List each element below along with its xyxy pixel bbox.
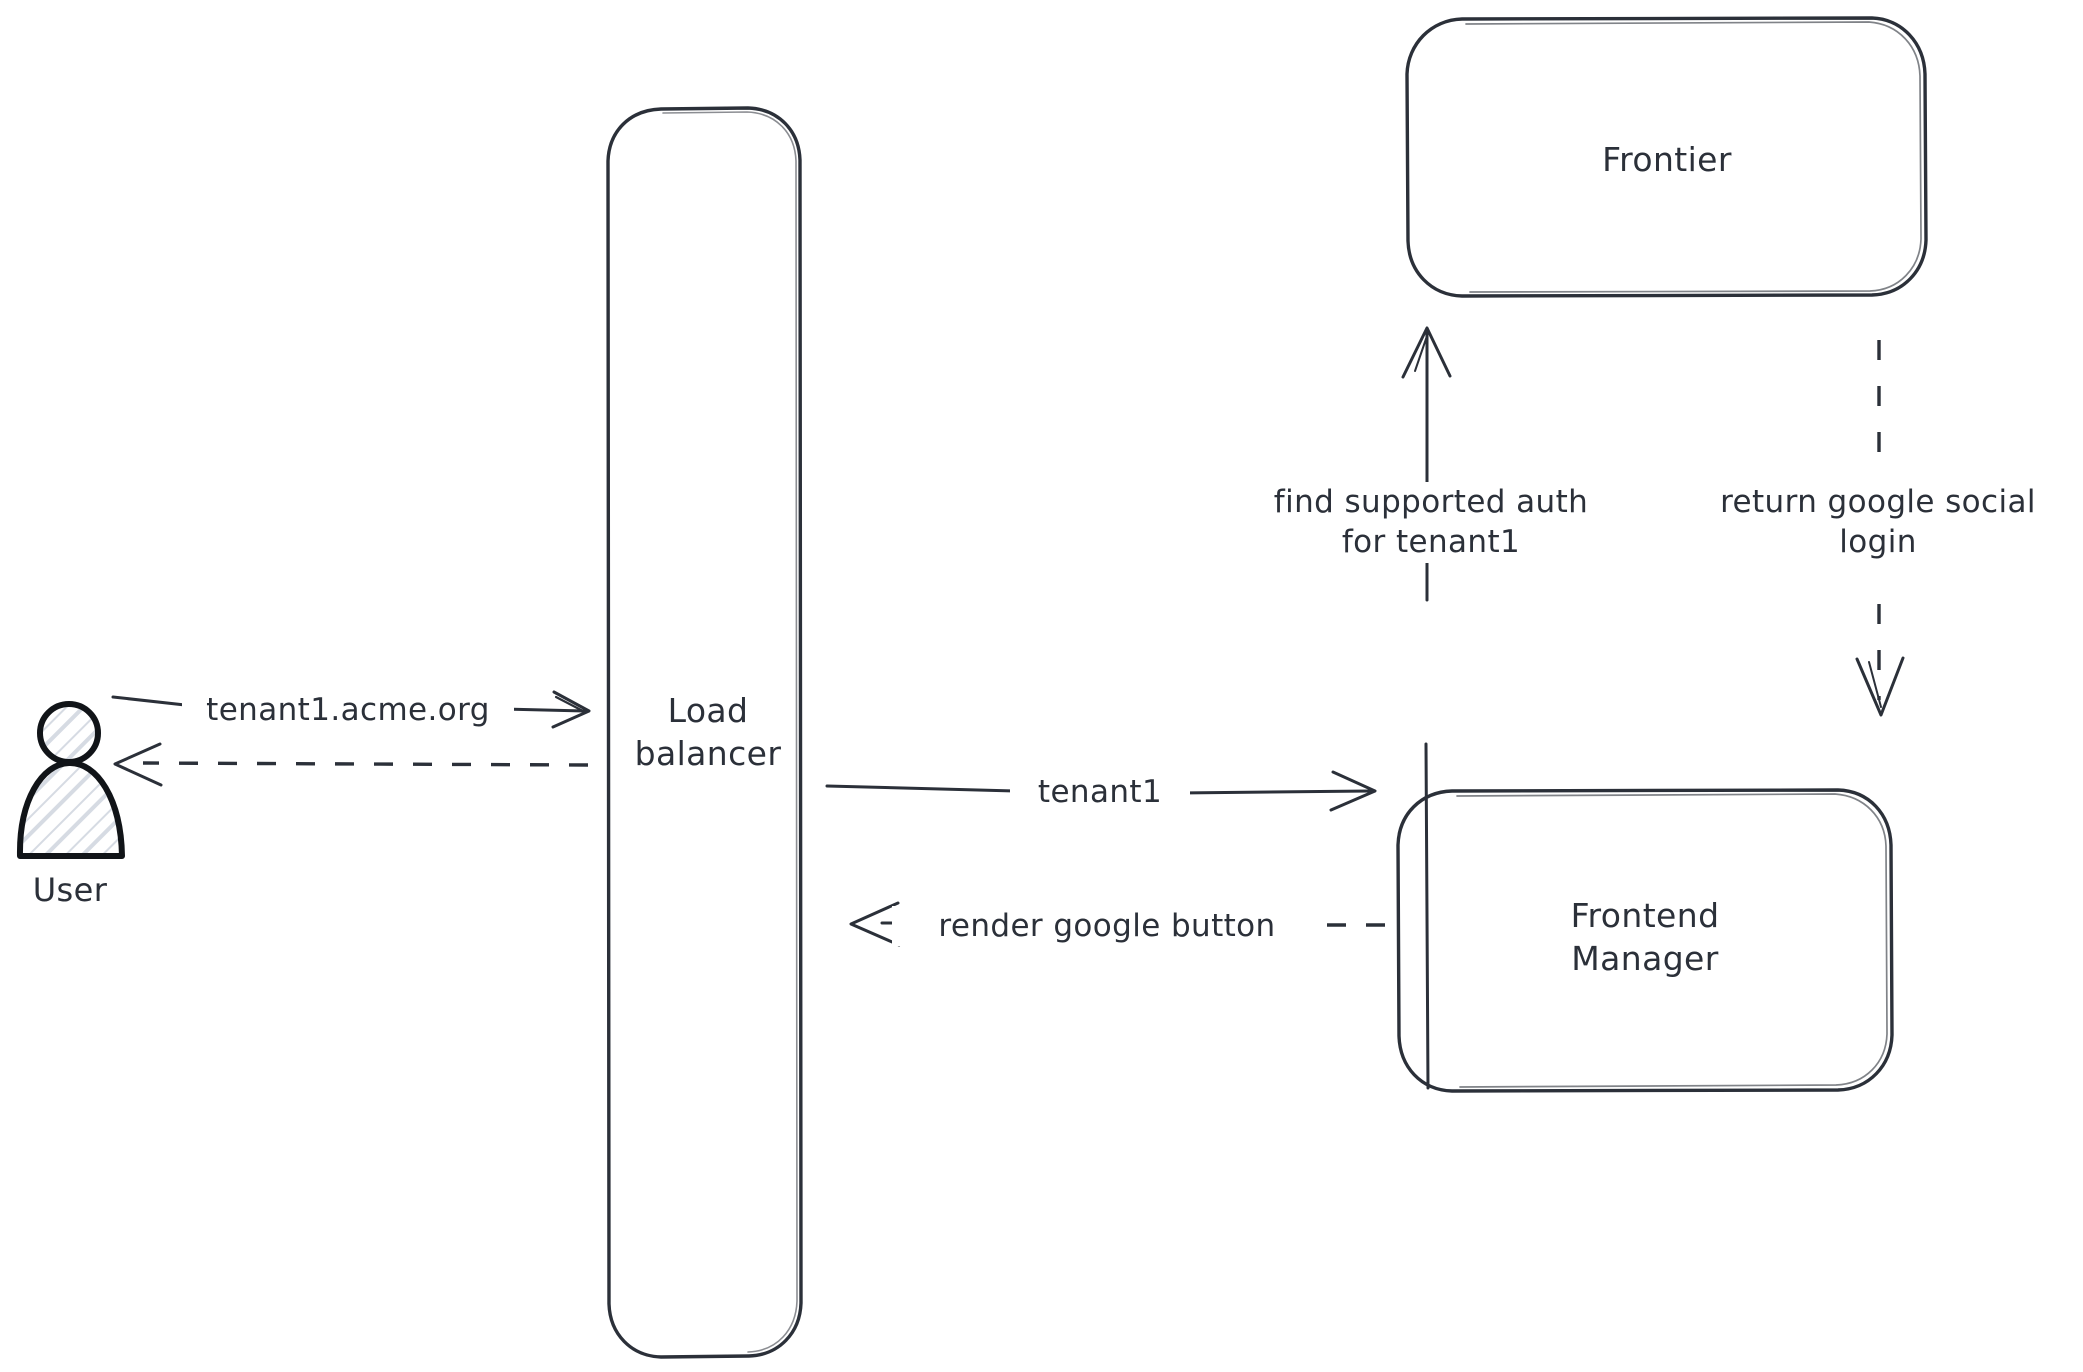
node-load-balancer[interactable] — [606, 106, 803, 1359]
edge-find-supported-auth[interactable] — [1401, 326, 1452, 1090]
actor-user[interactable] — [16, 701, 125, 859]
edge-tenant1[interactable] — [825, 770, 1377, 812]
node-frontend-manager[interactable] — [1396, 788, 1894, 1093]
edge-tenant1-acme-org[interactable] — [111, 690, 591, 729]
edge-render-google-button[interactable] — [849, 901, 1385, 947]
edge-lb-to-user-return[interactable] — [113, 742, 589, 787]
node-frontier[interactable] — [1405, 16, 1928, 298]
edge-return-google-social-login[interactable] — [1855, 340, 1905, 717]
